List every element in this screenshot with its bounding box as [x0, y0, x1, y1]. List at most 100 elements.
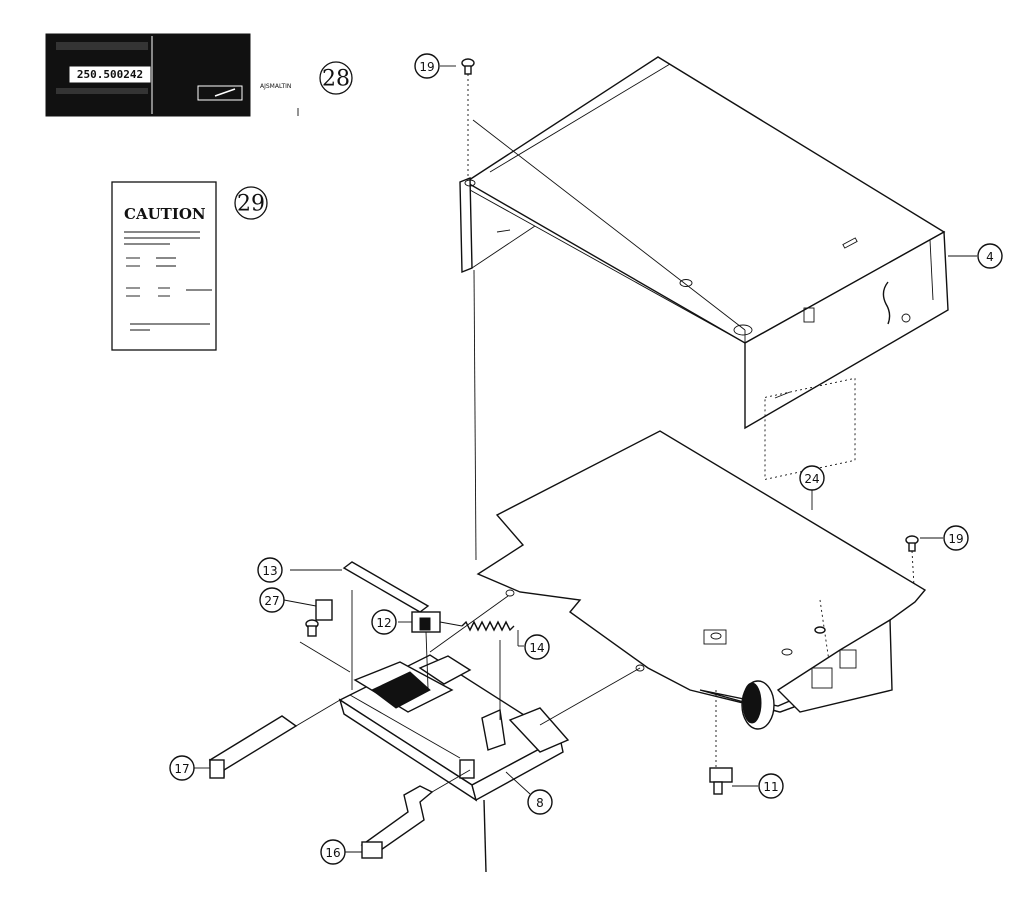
board-component	[703, 629, 727, 645]
callout-19a: 19	[414, 53, 440, 79]
callout-27-number: 27	[264, 594, 279, 608]
rod-part-13	[290, 561, 430, 690]
label-plate-bar-box	[197, 85, 243, 101]
pin-alignment-line	[299, 641, 351, 673]
clip-part-11	[709, 767, 758, 795]
callout-17: 17	[169, 755, 195, 781]
bracket-tab	[508, 707, 570, 753]
board-hole	[635, 664, 645, 672]
callout-27-leader	[283, 599, 317, 607]
slider-alignment-line	[425, 631, 429, 689]
label-plate-number-box	[69, 66, 151, 83]
callout-24-circle	[799, 465, 825, 491]
cover-hole	[901, 313, 911, 323]
slider-part-12	[398, 611, 441, 689]
callout-16-number: 16	[325, 846, 340, 860]
cover-edge	[929, 239, 934, 301]
cover-slot	[842, 237, 858, 249]
cover-hole	[679, 279, 693, 287]
callout-12-circle	[371, 609, 397, 635]
board-connector-block	[776, 618, 893, 713]
cover-edge	[471, 225, 536, 269]
label-plate-number: 250.500242	[77, 68, 143, 81]
callout-27-circle	[259, 587, 285, 613]
board-standoff	[814, 626, 826, 634]
bracket-edge	[349, 694, 461, 759]
spring-part-14	[439, 620, 524, 647]
callout-19a-circle	[414, 53, 440, 79]
callout-19a-number: 19	[419, 60, 434, 74]
cover-edge	[489, 63, 671, 173]
pin-part-27	[283, 599, 351, 673]
bracket-post	[481, 708, 506, 751]
callout-27: 27	[259, 587, 285, 613]
callout-13: 13	[257, 557, 283, 583]
callout-24-number: 24	[804, 472, 819, 486]
callout-11-circle	[758, 773, 784, 799]
callout-8-leader	[505, 771, 531, 795]
callout-28: 28	[319, 61, 353, 95]
callout-4-number: 4	[986, 250, 994, 264]
callout-19b: 19	[943, 525, 969, 551]
callout-11: 11	[758, 773, 784, 799]
board-hole	[505, 589, 515, 597]
clip-leg	[713, 781, 723, 795]
callout-29-circle	[234, 186, 268, 220]
callout-28-number: 28	[322, 67, 350, 92]
screw-shank	[464, 65, 472, 75]
lever-part-16	[345, 769, 471, 859]
callout-8-number: 8	[536, 796, 544, 810]
slider-notch	[419, 617, 431, 631]
cover-part	[459, 56, 949, 430]
spring-end	[439, 621, 463, 627]
callout-24: 24	[799, 465, 825, 510]
board-hole	[710, 632, 722, 640]
callout-13-circle	[257, 557, 283, 583]
callout-4-circle	[977, 243, 1003, 269]
callout-12: 12	[371, 609, 397, 635]
alignment-line	[472, 119, 746, 331]
cover-vent	[774, 391, 791, 399]
alignment-line	[473, 269, 477, 561]
cover-hook-cutout	[882, 281, 891, 325]
callout-8: 8	[505, 771, 553, 815]
spring-coil	[461, 620, 515, 632]
bracket-part-8	[338, 654, 570, 802]
callout-14-number: 14	[529, 641, 544, 655]
callout-28-circle	[319, 61, 353, 95]
board-dotted-line	[819, 599, 831, 669]
label-plate-line	[56, 42, 148, 50]
lever-end	[361, 841, 383, 859]
screw-19-right	[905, 535, 943, 587]
cover-front-face	[744, 230, 949, 430]
label-plate: 250.500242 AJSMALTIN	[45, 33, 299, 117]
board-connector	[811, 667, 833, 689]
label-plate-side-text: AJSMALTIN	[260, 83, 291, 90]
bracket-clip	[459, 759, 475, 779]
bar-end	[209, 759, 225, 779]
bracket-alignment-line	[483, 799, 487, 873]
callout-13-number: 13	[262, 564, 277, 578]
circuit-board-outline	[476, 430, 927, 713]
callout-29-number: 29	[237, 192, 265, 217]
cover-vent	[496, 229, 511, 233]
callout-29: 29	[234, 186, 268, 220]
callout-4: 4	[948, 243, 1003, 269]
screw-19-top	[440, 58, 475, 180]
cover-screw-hole	[733, 324, 753, 336]
bar-part-17	[194, 699, 341, 779]
circuit-board-part	[476, 377, 927, 730]
screw-shank	[908, 542, 916, 552]
callout-16-circle	[320, 839, 346, 865]
callout-8-circle	[527, 789, 553, 815]
callout-11-number: 11	[763, 780, 778, 794]
cover-edge	[469, 189, 746, 344]
bar-alignment-line	[295, 699, 341, 727]
caution-card: CAUTION	[111, 181, 217, 351]
clip-body	[709, 767, 733, 783]
callout-17-circle	[169, 755, 195, 781]
bracket-to-board-line	[429, 595, 509, 653]
callout-12-number: 12	[376, 616, 391, 630]
